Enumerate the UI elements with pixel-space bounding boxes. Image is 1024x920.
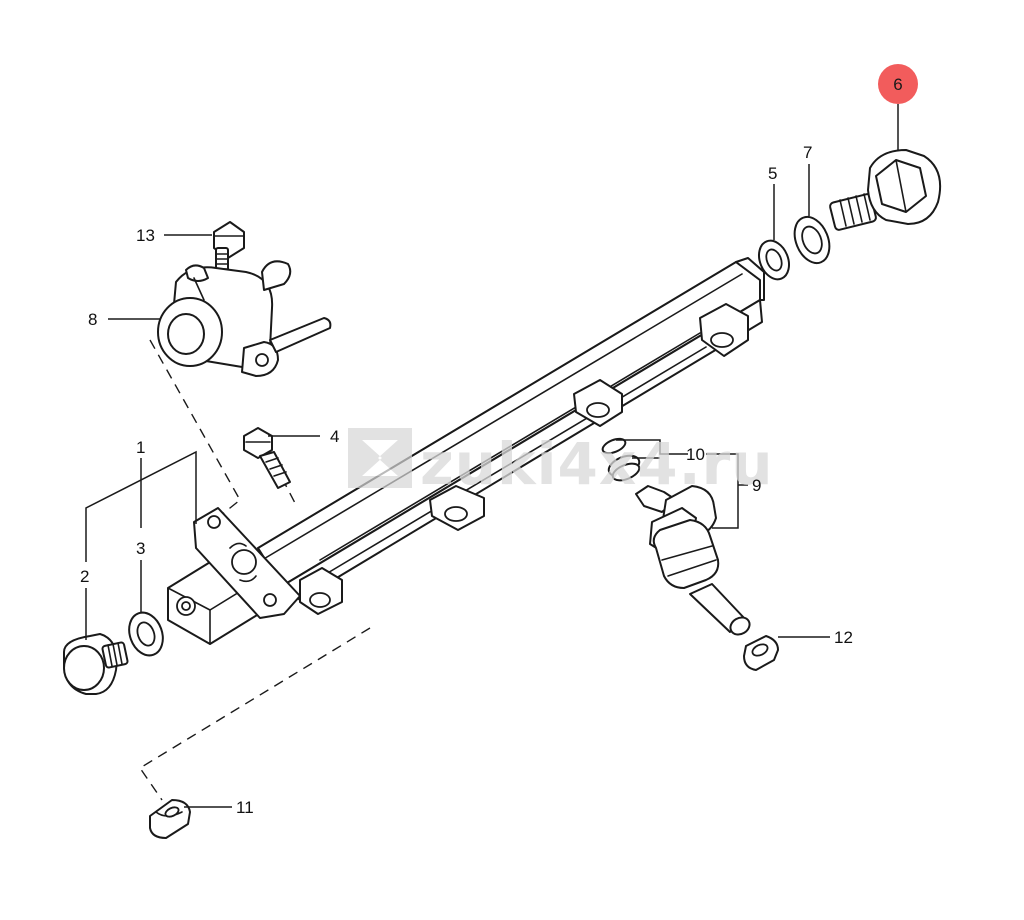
callout-9: 9	[752, 476, 761, 495]
callout-labels: 13 8 4 1 3 2 5 7 10 9 12 11	[80, 143, 853, 817]
callout-11: 11	[236, 798, 254, 817]
watermark-text: zuki4x4.ru	[420, 430, 774, 498]
leader-lines	[85, 104, 899, 808]
part-10-o-rings	[601, 437, 641, 482]
suzuki-logo-icon	[348, 428, 412, 488]
part-9-fuel-injector	[635, 485, 751, 636]
rail-mounting-flange	[193, 507, 301, 619]
callout-2: 2	[80, 567, 89, 586]
part-4-bolt	[243, 427, 291, 489]
part-2-plug-bolt	[63, 633, 129, 695]
rail-injector-boss-1	[299, 567, 343, 615]
callout-12: 12	[834, 628, 853, 647]
rail-injector-boss-3	[573, 379, 623, 427]
fuel-rail	[167, 257, 765, 645]
part-13-bolt	[213, 221, 245, 275]
part-6-union-bolt	[829, 149, 942, 231]
callout-7: 7	[803, 143, 812, 162]
callout-6-label: 6	[893, 75, 902, 94]
callout-5: 5	[768, 164, 777, 183]
callout-13: 13	[136, 226, 155, 245]
rail-injector-boss-4	[699, 303, 749, 357]
part-3-washer	[128, 611, 164, 657]
callout-4: 4	[330, 427, 339, 446]
callout-8: 8	[88, 310, 97, 329]
watermark: zuki4x4.ru	[348, 428, 774, 498]
rail-injector-boss-2	[429, 485, 485, 531]
callout-6-highlight[interactable]: 6	[878, 64, 918, 104]
callout-10: 10	[686, 445, 705, 464]
highlight-badge	[878, 64, 918, 104]
part-5-washer	[758, 239, 790, 281]
callout-1: 1	[136, 438, 145, 457]
part-8-pressure-regulator	[157, 260, 332, 377]
callout-3: 3	[136, 539, 145, 558]
part-11-grommet	[149, 799, 191, 839]
part-7-washer	[793, 215, 831, 265]
part-12-grommet	[743, 635, 779, 671]
